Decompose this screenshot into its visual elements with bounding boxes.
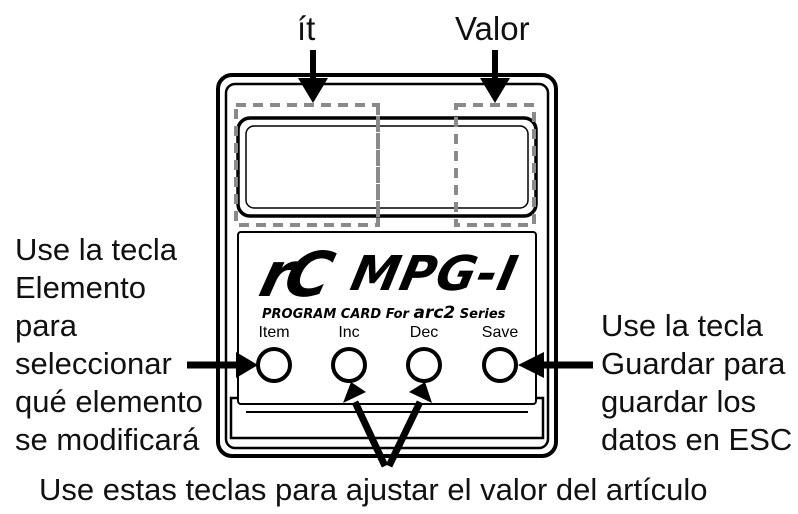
value-zone-marker (454, 103, 536, 227)
subtitle-prefix: PROGRAM CARD For (262, 307, 409, 322)
item-key-label: Item (258, 324, 290, 341)
inc-key-pointer-arrow (343, 382, 366, 403)
display-window (236, 116, 538, 218)
item-zone-marker (234, 103, 380, 227)
save-key (482, 347, 518, 383)
item-key (256, 347, 292, 383)
item-key-annotation: Use la tecla Elemento para seleccionar q… (15, 231, 203, 459)
item-annotation-line: Use la tecla (15, 232, 177, 267)
item-annotation-line: seleccionar (15, 346, 172, 381)
device-inner-frame (224, 82, 550, 450)
save-key-pointer-arrow (518, 352, 544, 378)
save-annotation-line: guardar los (601, 384, 757, 419)
inc-key (331, 347, 367, 383)
subtitle-brand: arc2 (413, 303, 456, 323)
product-subtitle: PROGRAM CARD For arc2 Series (262, 303, 505, 323)
dec-key-pointer-arrow (409, 382, 432, 403)
value-label: Valor (455, 10, 530, 47)
save-annotation-line: Guardar para (601, 346, 786, 381)
item-pointer-arrow (298, 78, 328, 103)
item-annotation-line: para (15, 308, 78, 343)
item-annotation-line: qué elemento (15, 384, 203, 419)
save-annotation-line: datos en ESC (601, 422, 793, 457)
dec-key-label: Dec (409, 324, 439, 341)
dec-key (406, 347, 442, 383)
item-annotation-line: Elemento (15, 270, 146, 305)
save-key-annotation: Use la tecla Guardar para guardar los da… (601, 307, 792, 459)
control-panel (237, 231, 537, 405)
item-annotation-line: se modificará (15, 422, 200, 457)
adjust-keys-annotation: Use estas teclas para ajustar el valor d… (39, 472, 708, 507)
subtitle-suffix: Series (459, 307, 506, 322)
inc-key-label: Inc (338, 324, 360, 341)
save-key-label: Save (481, 324, 519, 341)
save-annotation-line: Use la tecla (601, 308, 763, 343)
value-pointer-arrow (480, 78, 510, 103)
item-label: ít (297, 10, 316, 47)
item-key-pointer-arrow (236, 352, 258, 378)
product-name-logo: MPG-I (346, 246, 524, 302)
